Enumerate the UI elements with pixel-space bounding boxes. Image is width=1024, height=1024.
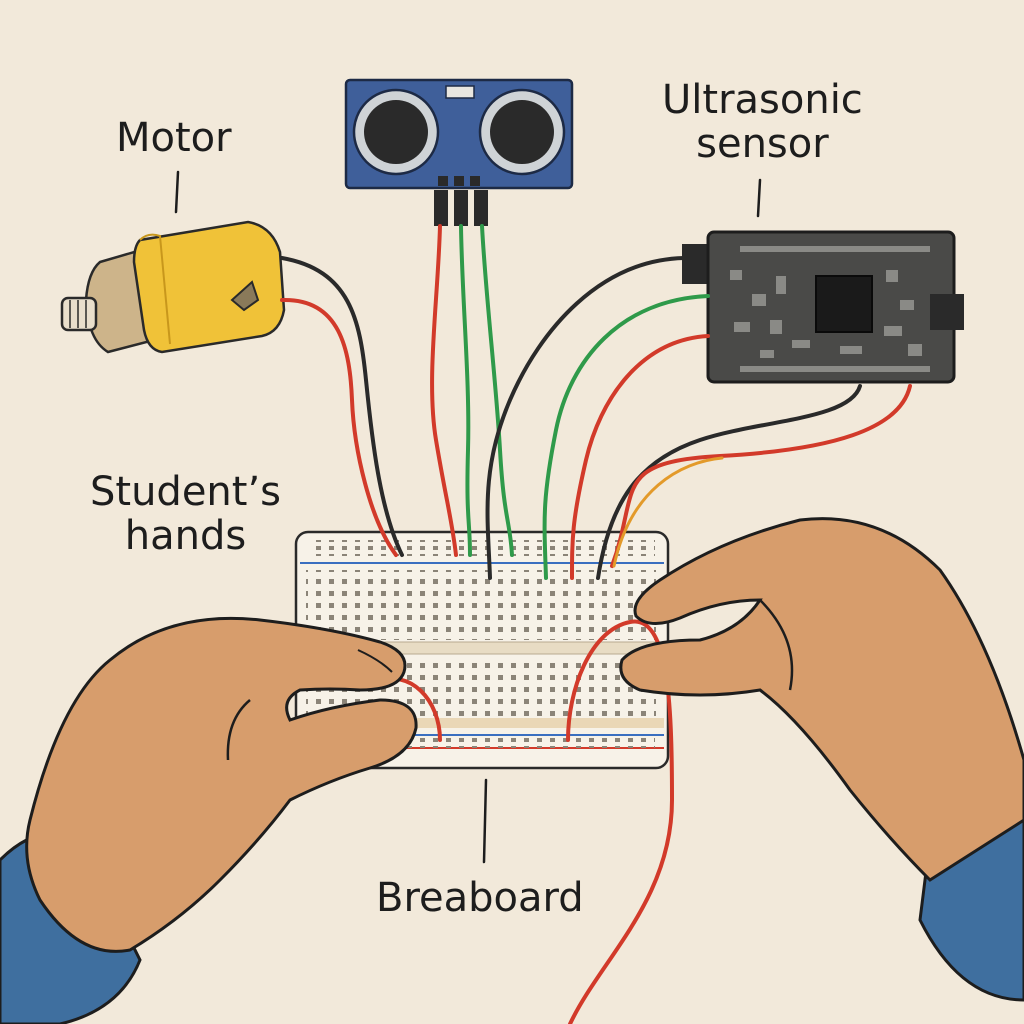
motor-red-wire	[280, 297, 398, 557]
board-orange-wire	[612, 456, 724, 568]
students-hands-label-line1: Student’s	[90, 469, 282, 515]
sensor-red-wire	[430, 224, 458, 557]
board-red-wire	[570, 334, 710, 580]
motor-label: Motor	[116, 116, 232, 160]
students-hands-label: Student’s hands	[90, 470, 281, 558]
breadboard-label: Breaboard	[376, 876, 584, 920]
ultrasonic-sensor-label-line2: sensor	[696, 121, 829, 167]
sensor-green-wire-1	[459, 224, 472, 557]
board-black-wire-1	[485, 256, 686, 580]
students-hands-label-line2: hands	[124, 513, 247, 559]
wires	[280, 224, 912, 1024]
board-black-wire-2	[596, 384, 862, 580]
motor-black-wire	[280, 256, 404, 557]
sensor-leader-line	[756, 178, 762, 218]
motor	[60, 220, 286, 354]
right-hand	[619, 517, 1024, 1002]
board-red-wire-2	[610, 384, 912, 568]
ultrasonic-sensor-label-line1: Ultrasonic	[662, 77, 863, 123]
motor-label-text: Motor	[116, 115, 232, 161]
leader-lines	[174, 170, 762, 864]
right-hand-red-wire	[566, 619, 675, 1024]
ultrasonic-sensor	[344, 78, 574, 226]
breadboard-leader-line	[482, 778, 488, 864]
motor-leader-line	[174, 170, 180, 214]
breadboard-label-text: Breaboard	[376, 875, 584, 921]
left-hand	[0, 616, 418, 1024]
microcontroller-board	[682, 230, 964, 384]
ultrasonic-sensor-label: Ultrasonic sensor	[662, 78, 863, 166]
board-green-wire	[542, 294, 710, 580]
